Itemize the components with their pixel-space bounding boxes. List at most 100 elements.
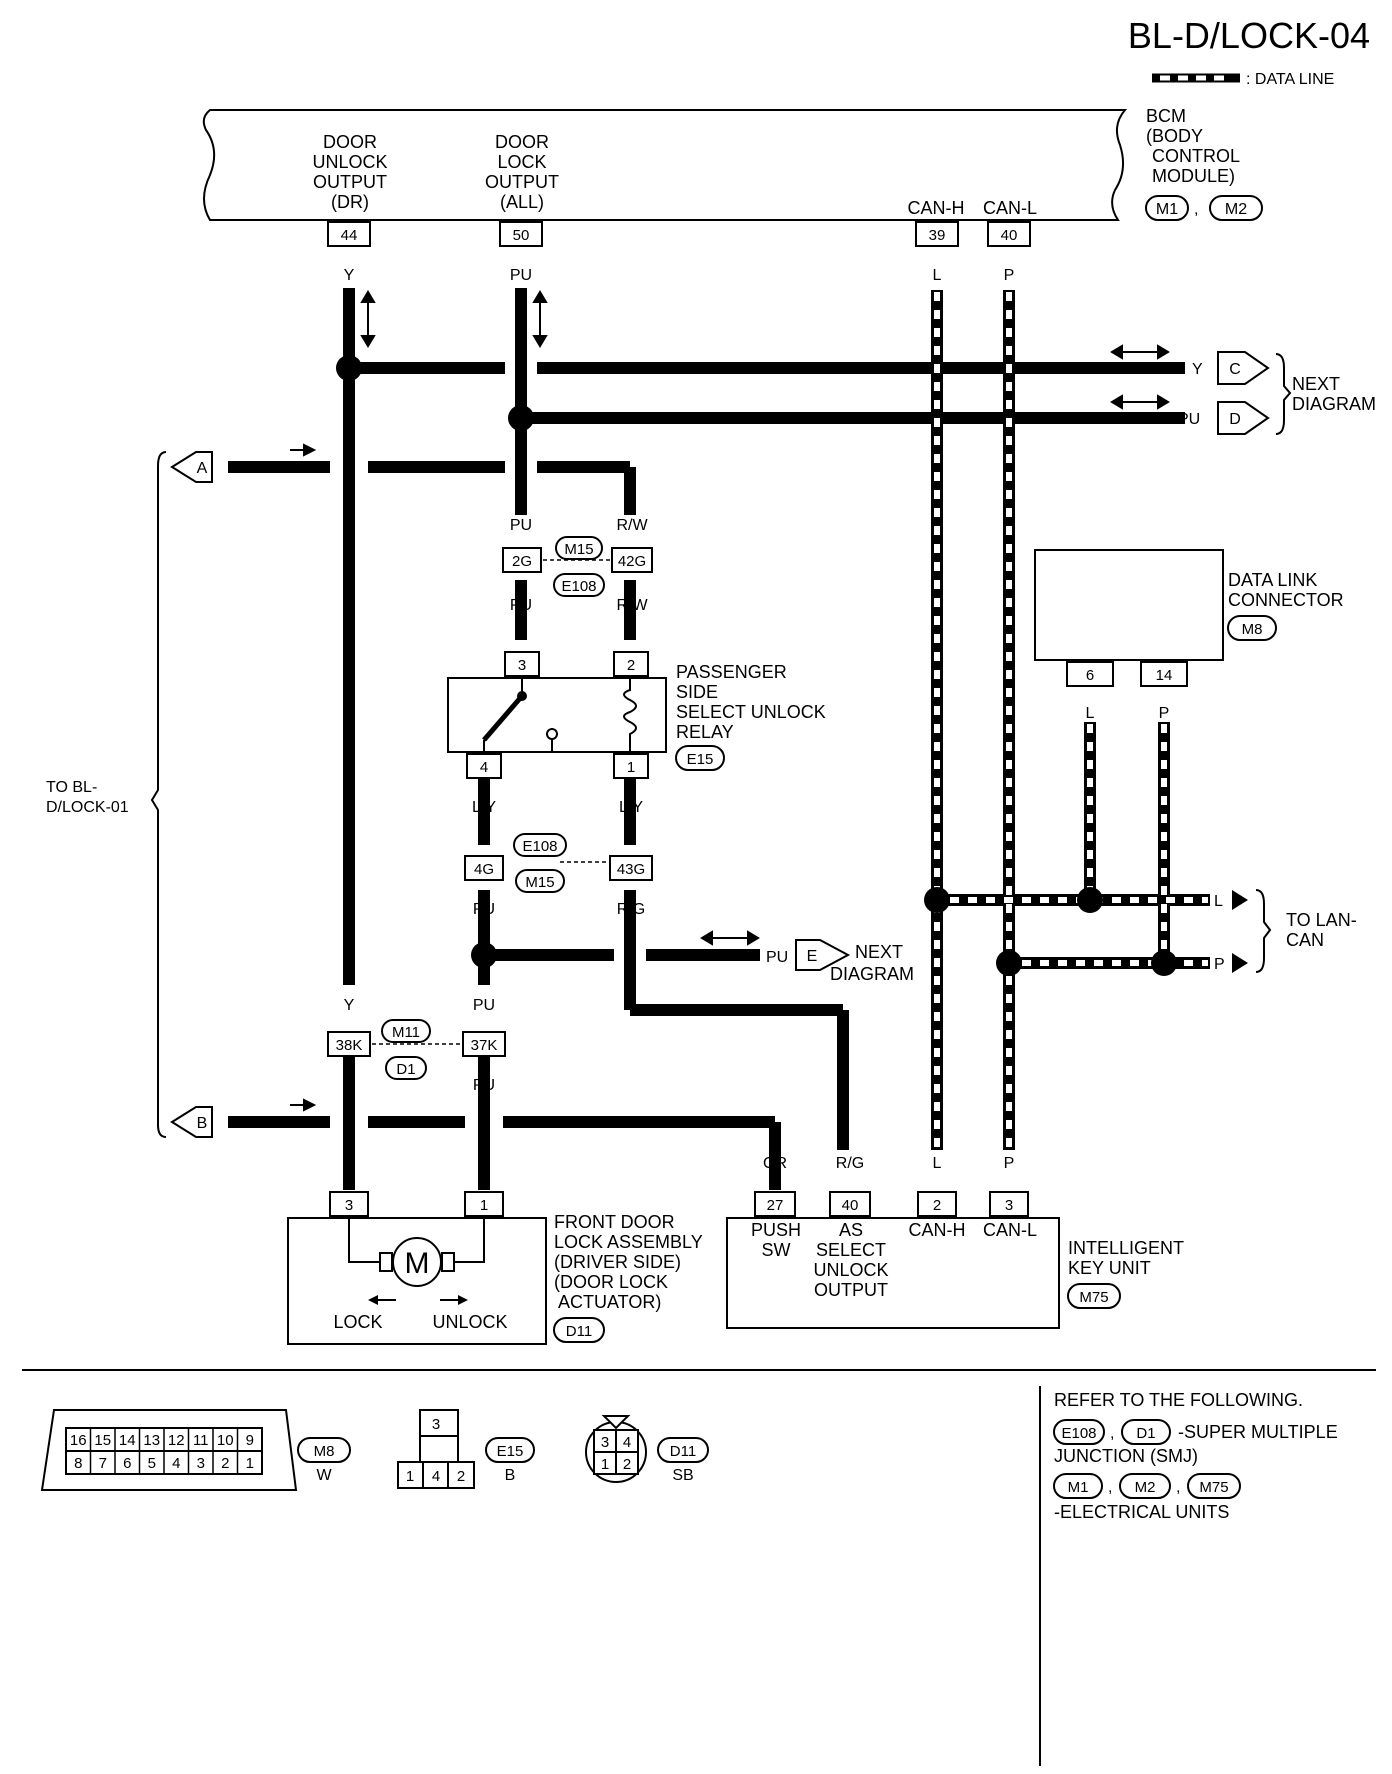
svg-text:2: 2	[623, 1456, 631, 1473]
svg-text:2: 2	[627, 657, 635, 674]
svg-text:1: 1	[627, 759, 635, 776]
m8-pin-label: 5	[148, 1455, 156, 1472]
svg-text:E15: E15	[687, 751, 714, 768]
svg-text:KEY UNIT: KEY UNIT	[1068, 1258, 1151, 1278]
svg-text:CAN: CAN	[1286, 930, 1324, 950]
svg-text:14: 14	[1156, 667, 1173, 684]
m8-pin-label: 15	[94, 1432, 111, 1449]
to-bl-dlock-01: A R/W B OR TO BL- D/LOCK-01	[46, 451, 264, 1138]
svg-text:PUSH: PUSH	[751, 1220, 801, 1240]
svg-text:AS: AS	[839, 1220, 863, 1240]
svg-text:42G: 42G	[618, 553, 646, 570]
svg-text:M8: M8	[1242, 621, 1263, 638]
connector-view-d11: 3 4 1 2 D11 SB	[585, 1415, 709, 1484]
svg-text:1: 1	[406, 1468, 414, 1485]
junction-m15-e108-upper: PU R/W 2G 42G M15 E108 PU R/W	[502, 517, 653, 614]
svg-text:,: ,	[1194, 201, 1198, 218]
svg-text:B: B	[505, 1467, 516, 1484]
svg-text:B: B	[197, 1115, 208, 1132]
svg-text:SB: SB	[672, 1467, 693, 1484]
svg-text:LOCK ASSEMBLY: LOCK ASSEMBLY	[554, 1232, 703, 1252]
svg-text:1: 1	[601, 1456, 609, 1473]
svg-text:M1: M1	[1068, 1479, 1089, 1496]
svg-text:TO LAN-: TO LAN-	[1286, 910, 1357, 930]
bcm-connector-badges: M1 , M2	[1145, 195, 1263, 221]
svg-text:L/Y: L/Y	[619, 799, 643, 816]
svg-text:40: 40	[842, 1197, 859, 1214]
svg-text:OR: OR	[236, 1115, 260, 1132]
m8-pin-label: 11	[193, 1432, 209, 1449]
svg-text:SW: SW	[762, 1240, 791, 1260]
junction-e108-m15-lower: L/Y L/Y 4G 43G E108 M15 PU R/G	[464, 799, 653, 918]
data-line-legend: : DATA LINE	[1152, 71, 1334, 88]
svg-text:PU: PU	[766, 949, 788, 966]
svg-text:ACTUATOR): ACTUATOR)	[558, 1292, 661, 1312]
svg-text:E108: E108	[1061, 1425, 1096, 1442]
svg-text:40: 40	[1001, 227, 1018, 244]
svg-text:L: L	[1214, 893, 1223, 910]
svg-text:Y: Y	[344, 1077, 355, 1094]
front-door-lock-assembly: 3 1 M LOCK UNLOCK FRONT DOOR LOCK ASSEMB…	[287, 1191, 703, 1345]
svg-text:UNLOCK: UNLOCK	[312, 152, 387, 172]
svg-text:SELECT UNLOCK: SELECT UNLOCK	[676, 702, 826, 722]
svg-text:1: 1	[480, 1197, 488, 1214]
svg-text:M15: M15	[564, 541, 593, 558]
svg-text:(BODY: (BODY	[1146, 126, 1203, 146]
svg-text:M75: M75	[1199, 1479, 1228, 1496]
svg-text:DIAGRAM: DIAGRAM	[1292, 394, 1376, 414]
svg-text:NEXT: NEXT	[855, 942, 903, 962]
signal-direction-arrows	[290, 290, 1170, 1112]
svg-text:CAN-L: CAN-L	[983, 1220, 1037, 1240]
svg-text:INTELLIGENT: INTELLIGENT	[1068, 1238, 1184, 1258]
svg-text:(ALL): (ALL)	[500, 192, 544, 212]
svg-text:38K: 38K	[336, 1037, 363, 1054]
can-data-lines	[931, 290, 1210, 1150]
svg-text:PU: PU	[510, 517, 532, 534]
svg-text:37K: 37K	[471, 1037, 498, 1054]
refer-block: REFER TO THE FOLLOWING. E108 , D1 -SUPER…	[1053, 1390, 1338, 1522]
svg-text:PU: PU	[1178, 411, 1200, 428]
svg-text:SELECT: SELECT	[816, 1240, 886, 1260]
svg-text:M2: M2	[1135, 1479, 1156, 1496]
svg-text:FRONT DOOR: FRONT DOOR	[554, 1212, 675, 1232]
svg-text:D11: D11	[566, 1323, 592, 1340]
svg-text:MODULE): MODULE)	[1152, 166, 1235, 186]
svg-text:L: L	[933, 1155, 942, 1172]
svg-text:(DRIVER SIDE): (DRIVER SIDE)	[554, 1252, 681, 1272]
svg-text:CONTROL: CONTROL	[1152, 146, 1240, 166]
svg-text:PU: PU	[473, 901, 495, 918]
m8-pin-label: 3	[197, 1455, 205, 1472]
svg-text:CAN-L: CAN-L	[983, 198, 1037, 218]
svg-text:-ELECTRICAL UNITS: -ELECTRICAL UNITS	[1054, 1502, 1229, 1522]
passenger-select-unlock-relay: 3 2 4 1 PASSENGER SIDE SELECT UNLOCK REL…	[447, 651, 826, 779]
m8-pin-label: 12	[168, 1432, 185, 1449]
m8-pin-label: 2	[221, 1455, 229, 1472]
motor-symbol: M	[405, 1247, 430, 1280]
junction-m11-d1: Y PU 38K 37K M11 D1 Y PU	[327, 997, 506, 1094]
bcm-pins: 44 50 39 40	[327, 221, 1031, 247]
splice-points	[336, 355, 1177, 976]
svg-text:,: ,	[1108, 1479, 1112, 1496]
svg-text:P: P	[1159, 705, 1170, 722]
svg-text:44: 44	[341, 227, 358, 244]
svg-text:LOCK: LOCK	[497, 152, 546, 172]
next-diagram-connectors: Y C PU D NEXT DIAGRAM PU E NEXT DIAGRAM	[766, 351, 1376, 984]
svg-text:3: 3	[432, 1416, 440, 1433]
svg-text:E: E	[807, 948, 818, 965]
svg-text:: DATA LINE: : DATA LINE	[1246, 71, 1334, 88]
svg-text:NEXT: NEXT	[1292, 374, 1340, 394]
svg-text:C: C	[1229, 361, 1241, 378]
svg-text:Y: Y	[344, 267, 355, 284]
svg-text:(DR): (DR)	[331, 192, 369, 212]
svg-text:DOOR: DOOR	[495, 132, 549, 152]
svg-text:PU: PU	[473, 1077, 495, 1094]
svg-text:(DOOR LOCK: (DOOR LOCK	[554, 1272, 668, 1292]
svg-text:CAN-H: CAN-H	[908, 198, 965, 218]
svg-text:4G: 4G	[474, 861, 494, 878]
svg-text:W: W	[316, 1467, 332, 1484]
data-link-connector: 6 14 L P DATA LINK CONNECTOR M8	[1034, 549, 1344, 722]
svg-text:E108: E108	[522, 838, 557, 855]
